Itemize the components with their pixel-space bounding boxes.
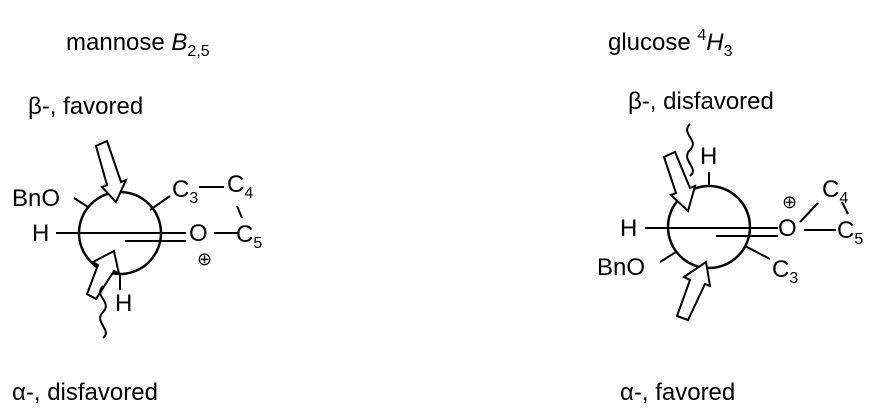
glucose-bottom-arrow: [675, 260, 712, 322]
glucose-charge: ⊕: [782, 192, 797, 212]
glucose-bottom-attack-label: α-, favored: [620, 379, 735, 406]
glucose-panel: glucose 4H3 β-, disfavored H H BnO O ⊕ C…: [597, 27, 863, 406]
mannose-h-bottom-label: H: [115, 290, 132, 317]
mannose-bottom-arrow: [85, 249, 121, 301]
glucose-h-left-label: H: [620, 215, 637, 242]
glucose-top-arrow: [662, 150, 697, 213]
mannose-bno-bond: [73, 197, 89, 208]
glucose-bno-bond: [659, 251, 677, 263]
mannose-steric-clash: [99, 285, 107, 339]
glucose-o-c4-bond: [799, 202, 819, 223]
mannose-o-label: O: [189, 220, 208, 247]
glucose-steric-clash: [686, 123, 694, 177]
glucose-c4-label: C4: [822, 176, 848, 207]
mannose-c3-label: C3: [172, 176, 198, 207]
glucose-c3-label: C3: [772, 256, 798, 287]
mannose-panel: mannose B2,5 β-, favored BnO H O ⊕ C3 C4…: [12, 29, 262, 406]
mannose-c3-bond: [149, 195, 171, 211]
mannose-c4-c5-bond: [236, 205, 243, 219]
glucose-o-label: O: [778, 215, 797, 242]
mannose-charge: ⊕: [197, 249, 212, 269]
glucose-h-top-label: H: [700, 143, 717, 170]
glucose-top-attack-label: β-, disfavored: [628, 88, 774, 115]
mannose-top-attack-label: β-, favored: [28, 93, 143, 120]
glucose-c3-bond: [744, 245, 771, 260]
mannose-bno-label: BnO: [12, 185, 60, 212]
mannose-top-arrow: [94, 139, 128, 204]
mannose-title: mannose B2,5: [66, 29, 210, 60]
glucose-c4-c5-bond: [841, 201, 849, 215]
glucose-title: glucose 4H3: [608, 27, 733, 60]
glucose-c5-label: C5: [837, 217, 863, 248]
glucose-bno-label: BnO: [597, 254, 645, 281]
mannose-c5-label: C5: [236, 221, 262, 252]
mannose-bottom-attack-label: α-, disfavored: [12, 379, 158, 406]
mannose-c4-label: C4: [227, 171, 253, 202]
mannose-h-left-label: H: [32, 220, 49, 247]
